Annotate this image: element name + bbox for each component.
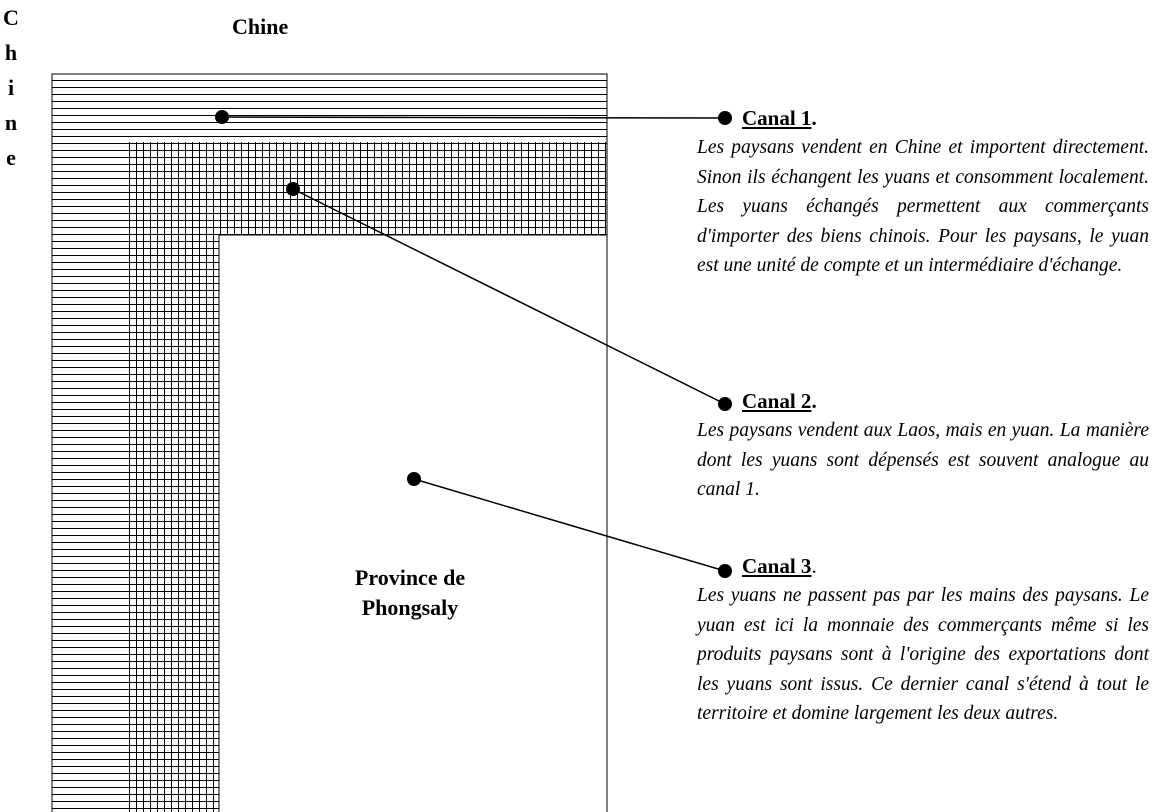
canal3-endpoint-dot xyxy=(718,564,732,578)
canal-1-block: Canal 1. Les paysans vendent en Chine et… xyxy=(697,106,1149,281)
canal1-connector xyxy=(221,116,726,119)
canal3-origin-dot xyxy=(407,472,421,486)
canal1-origin-dot xyxy=(215,110,229,124)
border-zone-left xyxy=(125,142,219,812)
province-label-line1: Province de xyxy=(354,565,466,590)
canal-1-description: Les paysans vendent en Chine et importen… xyxy=(697,137,1149,276)
side-letter: e xyxy=(6,145,16,170)
canal-2-description: Les paysans vendent aux Laos, mais en yu… xyxy=(697,420,1149,500)
canal2-connector xyxy=(292,188,726,405)
canal-3-description: Les yuans ne passent pas par les mains d… xyxy=(697,585,1149,724)
side-letter: C xyxy=(3,5,19,30)
china-top-label: Chine xyxy=(232,14,289,39)
side-letter: n xyxy=(4,110,18,135)
side-letter: i xyxy=(7,75,15,100)
canal2-endpoint-dot xyxy=(718,397,732,411)
canal-3-title: Canal 3. xyxy=(742,554,817,578)
china-side-label: C h i n e xyxy=(0,0,22,175)
canal-1-title: Canal 1. xyxy=(742,106,817,130)
canal2-origin-dot xyxy=(286,182,300,196)
canal1-endpoint-dot xyxy=(718,111,732,125)
province-label-line2: Phongsaly xyxy=(361,595,459,620)
canal3-connector xyxy=(413,478,726,572)
side-letter: h xyxy=(4,40,18,65)
canal-3-block: Canal 3. Les yuans ne passent pas par le… xyxy=(697,554,1149,729)
canal-2-title: Canal 2. xyxy=(742,389,817,413)
canal-2-block: Canal 2. Les paysans vendent aux Laos, m… xyxy=(697,389,1149,505)
province-label: Province de Phongsaly xyxy=(320,563,500,623)
